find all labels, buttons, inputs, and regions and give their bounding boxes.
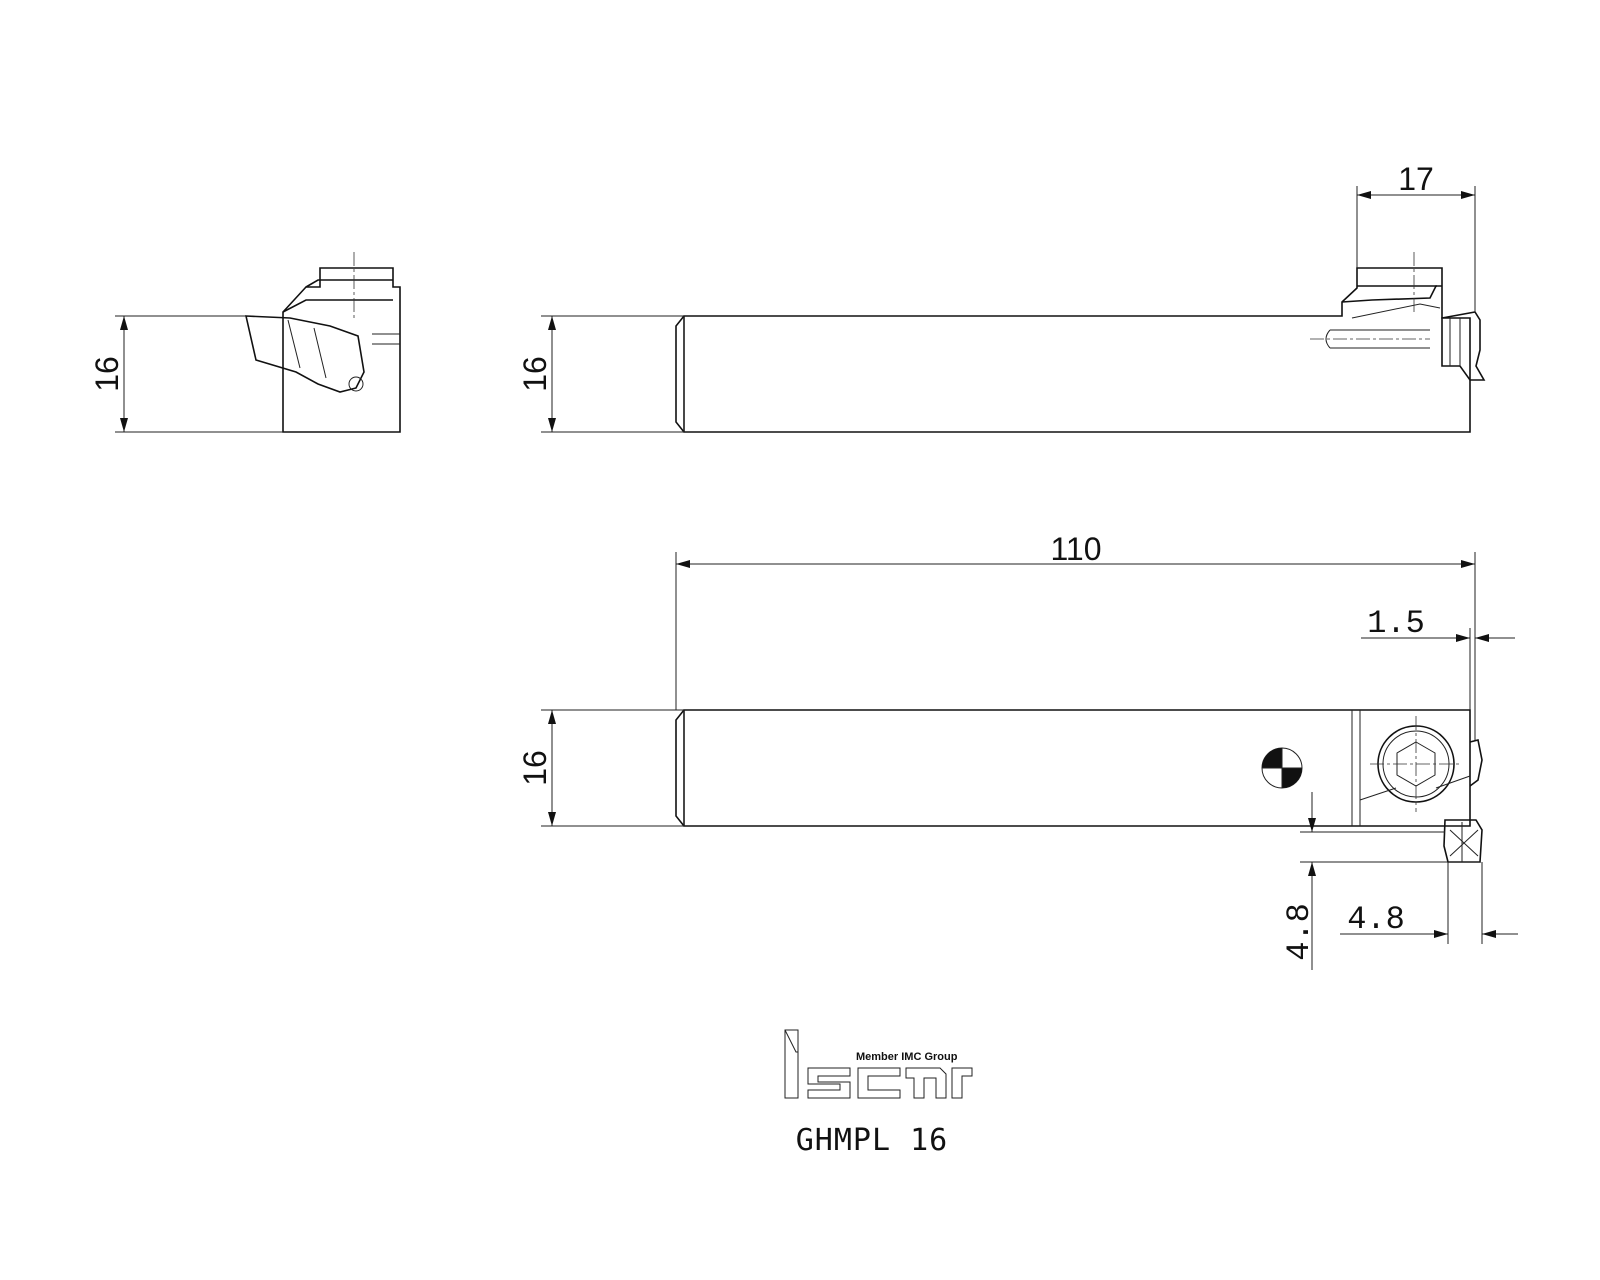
dim-overall-length: 110 xyxy=(1050,531,1101,567)
iscar-logo: Member IMC Group xyxy=(784,1029,973,1099)
logo-subtitle: Member IMC Group xyxy=(856,1051,958,1063)
dim-offset-1: 1.5 xyxy=(1367,605,1425,642)
dim-offset-vertical: 4.8 xyxy=(1281,903,1318,961)
top-view: 16 110 1.5 4.8 4.8 xyxy=(517,531,1518,970)
dim-side-height: 16 xyxy=(517,356,553,392)
dim-top-height: 16 xyxy=(517,750,553,786)
model-name: GHMPL 16 xyxy=(796,1123,949,1158)
dim-end-height: 16 xyxy=(89,356,125,392)
end-view: 16 xyxy=(89,252,401,433)
dim-head-length: 17 xyxy=(1398,161,1434,197)
side-view: 16 17 xyxy=(517,161,1486,433)
dim-offset-horizontal: 4.8 xyxy=(1347,901,1405,938)
